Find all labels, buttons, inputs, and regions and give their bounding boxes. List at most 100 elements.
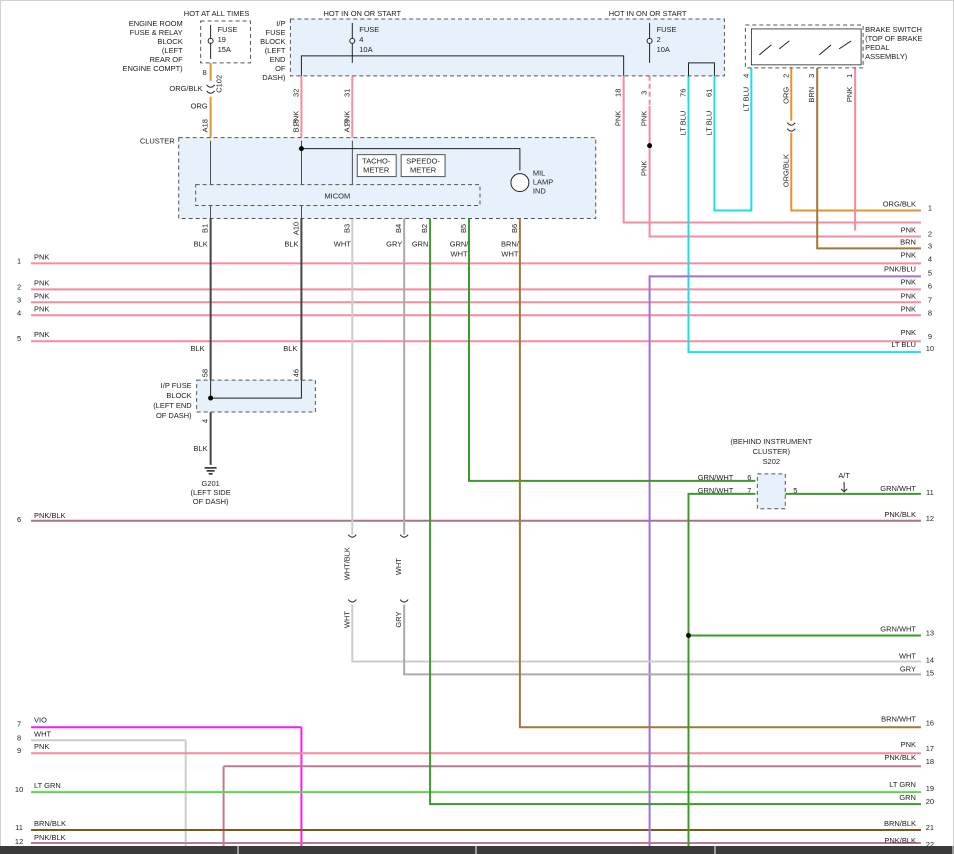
wire-label: GRN/WHT xyxy=(880,625,916,634)
wire-number: 18 xyxy=(926,757,934,766)
wire-label: WHT xyxy=(34,729,51,738)
fuse-icon xyxy=(646,37,653,44)
engine-block-label: ENGINE ROOM xyxy=(129,19,183,28)
ip-fuse-lower-label: (LEFT END xyxy=(153,401,192,410)
wire-label: BRN xyxy=(900,237,916,246)
wire-label: LT BLU xyxy=(679,111,688,136)
brake-switch-label: PEDAL xyxy=(865,43,890,52)
wire-label: WHT xyxy=(451,249,468,258)
wire-label: PNK xyxy=(34,330,49,339)
component-layer xyxy=(178,18,864,639)
wire-label: PNK xyxy=(901,740,916,749)
ground-symbol xyxy=(204,467,217,475)
brake-switch-label: BRAKE SWITCH xyxy=(865,25,922,34)
scroll-segment[interactable] xyxy=(239,846,477,854)
fuse-label: 2 xyxy=(657,35,661,44)
ground-label: G201 xyxy=(201,479,219,488)
pin-label: 18 xyxy=(614,89,623,97)
fuse-label: 10A xyxy=(657,45,670,54)
speedometer-box xyxy=(400,154,446,178)
wire-label: PNK xyxy=(614,111,623,126)
bottom-scroll-bar[interactable] xyxy=(0,846,954,854)
wire-label: BRN xyxy=(807,87,816,103)
wire-label: BRN/WHT xyxy=(881,714,916,723)
ip-block-label: END xyxy=(270,55,286,64)
splice-s202 xyxy=(756,473,786,510)
wire-label: BLK xyxy=(194,444,208,453)
pin-label: 3 xyxy=(807,74,816,78)
fuse-icon xyxy=(207,37,214,44)
brn-wire xyxy=(816,67,921,250)
pin-label: 1 xyxy=(845,74,854,78)
pin-label: 31 xyxy=(342,89,351,97)
wire-label: GRY xyxy=(900,664,916,673)
scroll-segment[interactable] xyxy=(477,846,716,854)
brake-switch xyxy=(744,24,864,69)
wire-number: 17 xyxy=(926,744,934,753)
wire-label: GRN/WHT xyxy=(880,484,916,493)
speedometer-label: SPEEDO- xyxy=(406,157,440,166)
inline-connector xyxy=(399,599,409,603)
engine-block-label: BLOCK xyxy=(157,37,182,46)
wire-label: GRY xyxy=(394,612,403,628)
pin-label: B15 xyxy=(291,119,300,132)
bus-bar xyxy=(210,380,302,399)
wire-label: BRN/BLK xyxy=(34,819,66,828)
engine-block-label: REAR OF xyxy=(149,55,183,64)
wire-number: 21 xyxy=(926,823,934,832)
wire-number: 9 xyxy=(17,746,21,755)
pin-label: 2 xyxy=(781,74,790,78)
wire-label: PNK xyxy=(640,161,649,176)
engine-block-label: (LEFT xyxy=(162,46,183,55)
wire-label: PNK xyxy=(845,87,854,102)
wire-label: BRN/BLK xyxy=(884,819,916,828)
wire-number: 3 xyxy=(17,295,21,304)
fuse-icon xyxy=(349,37,356,44)
scroll-segment[interactable] xyxy=(0,846,239,854)
pnk-wire xyxy=(622,75,921,224)
wire-label: LT BLU xyxy=(741,87,750,112)
pin-label: 4 xyxy=(741,74,750,78)
pin-label: 46 xyxy=(291,369,300,377)
fuse-label: 4 xyxy=(359,35,363,44)
wire-label: GRN xyxy=(412,239,429,248)
wire-label: LT BLU xyxy=(704,111,713,136)
ground-label: OF DASH) xyxy=(193,497,229,506)
bus-bar xyxy=(688,62,715,76)
inline-connector xyxy=(347,534,357,538)
wire-label: PNK xyxy=(901,225,916,234)
splice-dot xyxy=(208,395,214,401)
scroll-segment[interactable] xyxy=(716,846,954,854)
wire-label: BLK xyxy=(191,344,205,353)
mil-lamp-label: LAMP xyxy=(533,178,553,187)
wire-number: 13 xyxy=(926,629,934,638)
wire-number: 8 xyxy=(928,308,932,317)
wire-label: BLK xyxy=(284,239,298,248)
splice-label: CLUSTER) xyxy=(753,447,791,456)
brake-switch-label: ASSEMBLY) xyxy=(865,52,908,61)
wire-number: 12 xyxy=(15,837,23,846)
wire-label: GRN/ xyxy=(450,239,470,248)
pin-label: B2 xyxy=(420,224,429,233)
wire-label: WHT/BLK xyxy=(342,547,351,580)
wht-wire xyxy=(351,604,921,663)
splice-dot xyxy=(647,143,653,149)
header-hot-run: HOT IN ON OR START xyxy=(609,9,687,18)
wire-label: LT BLU xyxy=(891,340,916,349)
wire-label: PNK/BLK xyxy=(884,753,916,762)
wire-label: LT GRN xyxy=(34,781,61,790)
mil-lamp-label: IND xyxy=(533,187,546,196)
pin-label: B6 xyxy=(510,224,519,233)
wire-number: 6 xyxy=(928,281,932,290)
micom-label: MICOM xyxy=(324,192,350,201)
ip-fuse-block-lower xyxy=(196,379,316,413)
wire-label: PNK/BLK xyxy=(884,510,916,519)
wire-number: 11 xyxy=(926,488,934,497)
ip-block-label: I/P xyxy=(276,19,285,28)
inline-connector xyxy=(786,122,796,132)
brn-wht-wire xyxy=(518,218,921,729)
mil-lamp-icon xyxy=(510,173,530,193)
wire-label: GRN/WHT xyxy=(698,486,734,495)
